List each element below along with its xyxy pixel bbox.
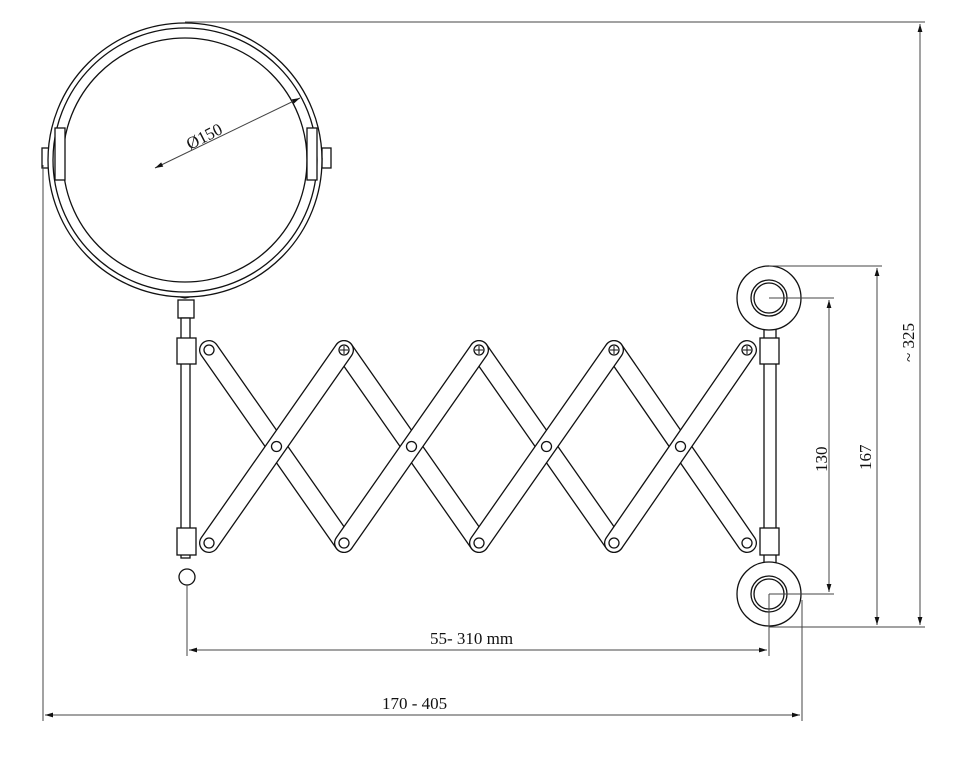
center-span-label: 130: [812, 447, 831, 473]
mirror-stem: [176, 299, 197, 586]
right-nut: [321, 147, 332, 169]
mirror: Ø150: [41, 22, 332, 299]
mirror-glass: [62, 37, 308, 283]
pivot-pin: [405, 440, 418, 453]
top-collar: [176, 337, 197, 365]
total-extension-label: 170 - 405: [382, 694, 447, 713]
arm-extension-label: 55- 310 mm: [430, 629, 513, 648]
diameter-dimension-line: [154, 97, 301, 169]
pivot-pin: [203, 537, 215, 549]
pivot-pin: [674, 440, 687, 453]
end-ball: [178, 568, 196, 586]
pivot-pin: [540, 440, 553, 453]
wall-mount: [736, 265, 802, 627]
rosette-span-label: 167: [856, 444, 875, 470]
pivot-pin: [473, 537, 485, 549]
scissor-arm: [199, 340, 757, 553]
right-bracket: [306, 127, 318, 181]
pivot-pin: [741, 537, 753, 549]
left-bracket: [54, 127, 66, 181]
pivot-pin: [270, 440, 283, 453]
total-height-label: ~ 325: [899, 323, 918, 362]
pivot-pin: [203, 344, 215, 356]
pivot-pin: [608, 537, 620, 549]
bottom-collar: [176, 527, 197, 556]
dimensions: ~ 325 167 130 55- 310 mm 170 - 405: [42, 21, 925, 721]
pivot-pin: [338, 537, 350, 549]
